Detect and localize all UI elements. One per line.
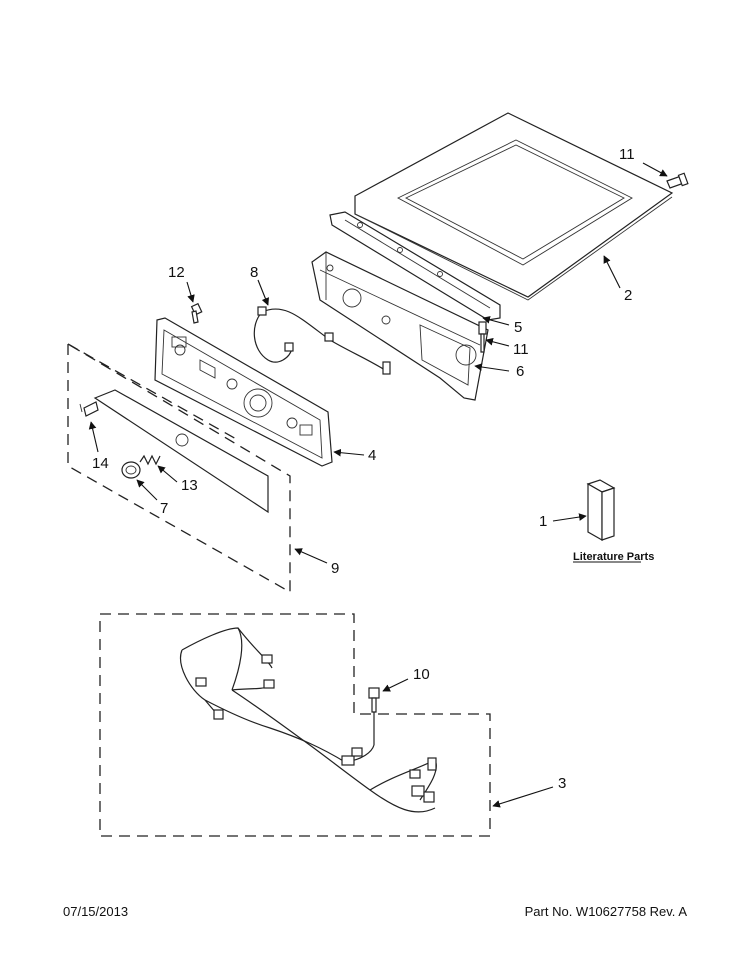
callout-12: 12	[168, 264, 185, 281]
console-bracket-part	[311, 251, 489, 401]
top-panel-part	[354, 112, 674, 301]
callout-10: 10	[413, 666, 430, 683]
footer-part-number: Part No. W10627758 Rev. A	[524, 904, 687, 919]
spring-13-part	[139, 454, 161, 466]
callout-11-upper: 11	[619, 146, 635, 163]
footer-date: 07/15/2013	[63, 904, 129, 919]
callout-6: 6	[516, 363, 524, 380]
callout-1: 1	[539, 513, 547, 530]
callout-3: 3	[558, 775, 566, 792]
knob-part	[121, 461, 141, 479]
console-overlay-part	[93, 389, 269, 514]
console-overlay-group-box-top	[67, 343, 239, 441]
literature-parts-label: Literature Parts	[573, 551, 654, 563]
callout-8: 8	[250, 264, 258, 281]
screw-lower-part	[478, 321, 487, 353]
main-harness-group-box	[99, 613, 491, 837]
callout-11-lower: 11	[513, 341, 529, 358]
screw-upper-part	[666, 172, 689, 189]
leader-lines	[88, 162, 668, 808]
bracket-rail-part	[329, 211, 501, 321]
console-wire-harness-part	[253, 306, 391, 375]
callout-2: 2	[624, 287, 632, 304]
callout-13: 13	[181, 477, 198, 494]
callout-7: 7	[160, 500, 168, 517]
callout-14: 14	[92, 455, 109, 472]
screw-10-part	[368, 687, 380, 713]
screw-12-part	[190, 302, 203, 324]
console-overlay-group-box	[67, 343, 291, 594]
clip-14-part	[79, 401, 99, 417]
main-wire-harness-part	[180, 627, 437, 813]
control-panel-part	[154, 317, 333, 467]
callout-9: 9	[331, 560, 339, 577]
callout-4: 4	[368, 447, 376, 464]
literature-booklet-part	[586, 479, 616, 542]
callout-5: 5	[514, 319, 522, 336]
